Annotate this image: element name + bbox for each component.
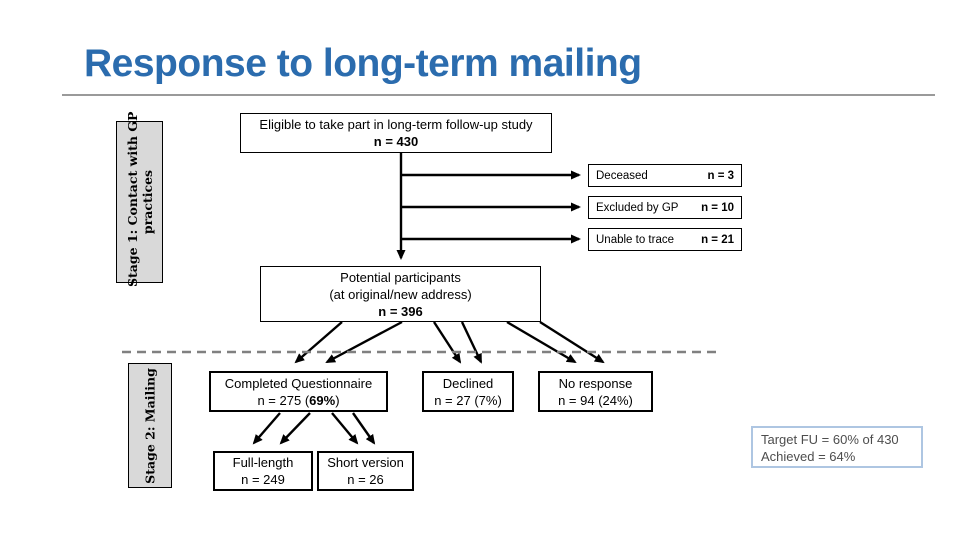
declined-label: Declined	[442, 375, 494, 391]
eligible-text: Eligible to take part in long-term follo…	[259, 117, 533, 132]
potential-n: n = 396	[378, 304, 423, 319]
connector-to-declined-2	[460, 321, 483, 364]
declined-n: n = 27 (7%)	[434, 392, 502, 408]
slide-title: Response to long-term mailing	[84, 42, 642, 85]
deceased-n: n = 3	[707, 169, 734, 182]
completed-label: Completed Questionnaire	[224, 375, 373, 391]
no-response-box: No response n = 94 (24%)	[538, 371, 653, 412]
connector-to-fulllength-2	[279, 412, 311, 445]
eligible-box: Eligible to take part in long-term follo…	[240, 113, 552, 153]
short-version-box: Short version n = 26	[317, 451, 414, 491]
stage-1-label-box: Stage 1: Contact with GP practices	[116, 112, 163, 287]
connector-to-noresponse-2	[539, 320, 605, 364]
full-length-box: Full-length n = 249	[213, 451, 313, 491]
excluded-by-gp-n: n = 10	[701, 201, 734, 214]
title-underline	[62, 94, 935, 96]
connector-to-shortversion-1	[331, 412, 359, 445]
excluded-by-gp-label: Excluded by GP	[596, 201, 679, 214]
full-length-n: n = 249	[241, 472, 285, 487]
no-response-label: No response	[558, 375, 633, 391]
potential-line1: Potential participants	[340, 270, 461, 285]
deceased-box: Deceased n = 3	[588, 164, 742, 187]
unable-to-trace-box: Unable to trace n = 21	[588, 228, 742, 251]
short-version-label: Short version	[327, 455, 404, 470]
unable-to-trace-n: n = 21	[701, 233, 734, 246]
target-fu-line2: Achieved = 64%	[761, 449, 856, 464]
connector-to-shortversion-2	[352, 412, 376, 445]
short-version-n: n = 26	[347, 472, 384, 487]
stage-1-label: Stage 1: Contact with GP practices	[124, 111, 155, 287]
stage-2-label: Stage 2: Mailing	[142, 367, 158, 484]
potential-participants-box: Potential participants (at original/new …	[260, 266, 541, 322]
excluded-by-gp-box: Excluded by GP n = 10	[588, 196, 742, 219]
completed-questionnaire-box: Completed Questionnaire n = 275 (69%)	[209, 371, 388, 412]
no-response-n: n = 94 (24%)	[558, 392, 633, 408]
stage-2-label-box: Stage 2: Mailing	[128, 363, 172, 488]
target-fu-box: Target FU = 60% of 430 Achieved = 64%	[751, 426, 923, 468]
declined-box: Declined n = 27 (7%)	[422, 371, 514, 412]
full-length-label: Full-length	[232, 455, 294, 470]
connector-to-noresponse-1	[506, 320, 577, 364]
completed-n: n = 275 (69%)	[257, 392, 340, 408]
eligible-n: n = 430	[373, 134, 419, 149]
connector-to-completed-1	[294, 321, 343, 364]
target-fu-line1: Target FU = 60% of 430	[761, 432, 899, 447]
connector-to-declined-1	[432, 321, 462, 364]
connector-to-completed-2	[325, 320, 403, 364]
unable-to-trace-label: Unable to trace	[596, 233, 674, 246]
deceased-label: Deceased	[596, 169, 648, 182]
connector-to-fulllength-1	[252, 412, 281, 445]
potential-line2: (at original/new address)	[329, 287, 472, 302]
